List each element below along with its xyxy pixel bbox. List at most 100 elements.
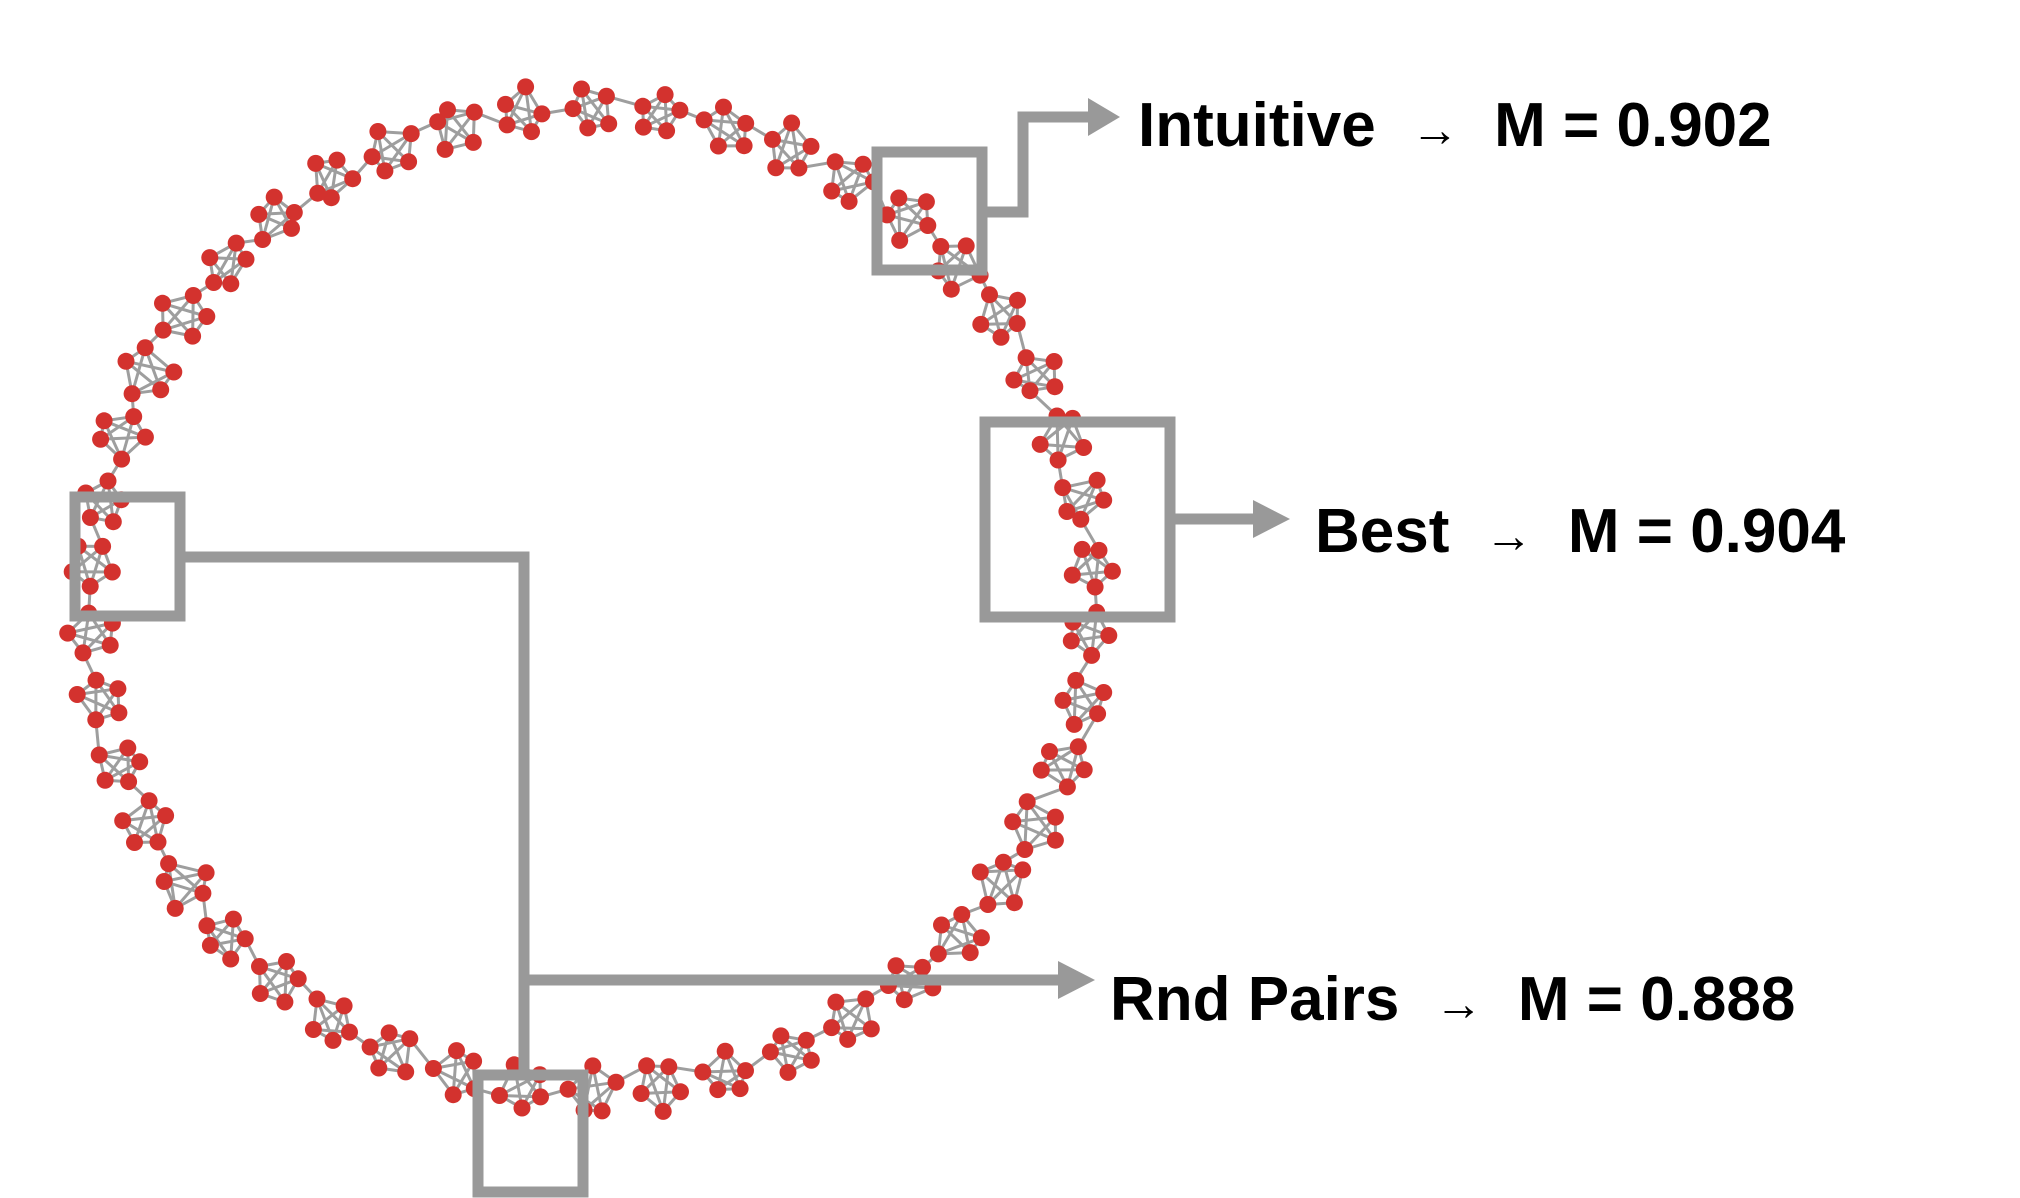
graph-node xyxy=(1054,479,1072,497)
graph-node xyxy=(344,170,362,188)
graph-node xyxy=(593,1102,611,1120)
graph-node xyxy=(1005,894,1023,912)
graph-node xyxy=(1018,793,1036,811)
graph-node xyxy=(840,192,858,210)
graph-node xyxy=(779,1063,797,1081)
graph-node xyxy=(110,704,128,722)
graph-node xyxy=(523,123,540,141)
graph-node xyxy=(166,899,184,917)
graph-node xyxy=(448,1042,465,1060)
label-intuitive-value: 0.902 xyxy=(1616,91,1771,160)
label-best: Best → M = 0.904 xyxy=(1315,497,1846,566)
graph-node xyxy=(498,116,516,134)
graph-node xyxy=(513,1099,531,1117)
graph-node xyxy=(564,100,582,118)
graph-node xyxy=(497,95,514,113)
graph-node xyxy=(584,1057,602,1075)
graph-node xyxy=(276,993,294,1011)
graph-node xyxy=(324,1031,342,1049)
graph-node xyxy=(505,1056,523,1074)
graph-node xyxy=(1054,691,1072,709)
label-best-metric: M xyxy=(1568,497,1620,566)
graph-node xyxy=(972,315,990,333)
graph-node xyxy=(839,1030,857,1048)
graph-node xyxy=(184,327,202,345)
graph-node xyxy=(1058,503,1076,520)
graph-node xyxy=(283,219,300,237)
graph-node xyxy=(827,993,845,1011)
graph-node xyxy=(953,906,971,923)
graph-node xyxy=(436,140,454,158)
graph-node xyxy=(444,1086,462,1104)
graph-node xyxy=(694,1063,712,1081)
graph-node xyxy=(361,1038,379,1056)
graph-node xyxy=(95,412,113,430)
label-intuitive-arrow: → xyxy=(1411,104,1459,157)
graph-node xyxy=(87,671,105,689)
graph-node xyxy=(579,119,597,137)
graph-node xyxy=(1045,353,1063,370)
graph-node xyxy=(972,929,990,947)
graph-node xyxy=(533,105,551,123)
graph-node xyxy=(1021,382,1039,400)
graph-node xyxy=(672,1083,689,1101)
graph-node xyxy=(341,1023,358,1041)
graph-node xyxy=(790,159,808,177)
graph-nodes xyxy=(59,78,1121,1120)
graph-node xyxy=(737,114,755,132)
graph-node xyxy=(152,381,170,399)
graph-node xyxy=(1090,541,1108,559)
graph-node xyxy=(992,328,1010,346)
graph-node xyxy=(1075,761,1093,779)
graph-node xyxy=(237,250,255,268)
graph-node xyxy=(709,1081,727,1099)
label-rnd-pairs-name: Rnd Pairs xyxy=(1110,965,1399,1034)
graph-node xyxy=(573,80,590,98)
graph-node xyxy=(363,148,381,166)
graph-node xyxy=(113,450,131,468)
graph-node xyxy=(1100,627,1118,644)
graph-node xyxy=(656,86,674,104)
graph-node xyxy=(491,1087,508,1104)
graph-node xyxy=(607,1073,625,1091)
graph-node xyxy=(136,339,154,357)
graph-node xyxy=(1072,510,1090,528)
graph-node xyxy=(895,991,913,1009)
graph-node xyxy=(1083,646,1101,664)
label-best-name: Best xyxy=(1315,497,1449,566)
graph-node xyxy=(1046,378,1064,396)
graph-node xyxy=(632,1085,650,1102)
graph-node xyxy=(81,577,99,595)
graph-node xyxy=(1075,439,1093,456)
connector-intuitive xyxy=(982,111,1090,218)
graph-node xyxy=(74,644,92,662)
graph-node xyxy=(737,1062,754,1080)
graph-node xyxy=(638,1057,656,1075)
connector-rnd-pairs-left xyxy=(180,551,530,1075)
graph-node xyxy=(1088,471,1106,489)
graph-node xyxy=(165,363,183,381)
graph-node xyxy=(1063,566,1081,584)
graph-node xyxy=(731,1080,749,1098)
graph-node xyxy=(197,864,215,882)
graph-node xyxy=(1103,562,1121,580)
graph-node xyxy=(155,873,173,890)
graph-node xyxy=(671,101,689,119)
label-intuitive: Intuitive → M = 0.902 xyxy=(1138,91,1772,160)
graph-node xyxy=(716,1042,734,1060)
graph-node xyxy=(891,231,909,249)
graph-node xyxy=(919,217,937,234)
graph-node xyxy=(104,513,122,531)
graph-node xyxy=(772,1027,790,1045)
graph-node xyxy=(862,1020,880,1038)
graph-node xyxy=(201,936,219,954)
graph-node xyxy=(761,1043,779,1061)
graph-node xyxy=(1062,632,1080,650)
graph-node xyxy=(1031,435,1049,453)
graph-node xyxy=(99,472,117,490)
label-rnd-pairs: Rnd Pairs → M = 0.888 xyxy=(1110,965,1795,1034)
graph-node xyxy=(335,997,353,1015)
graph-node xyxy=(942,280,960,298)
graph-node xyxy=(123,385,141,403)
graph-node xyxy=(90,746,108,764)
